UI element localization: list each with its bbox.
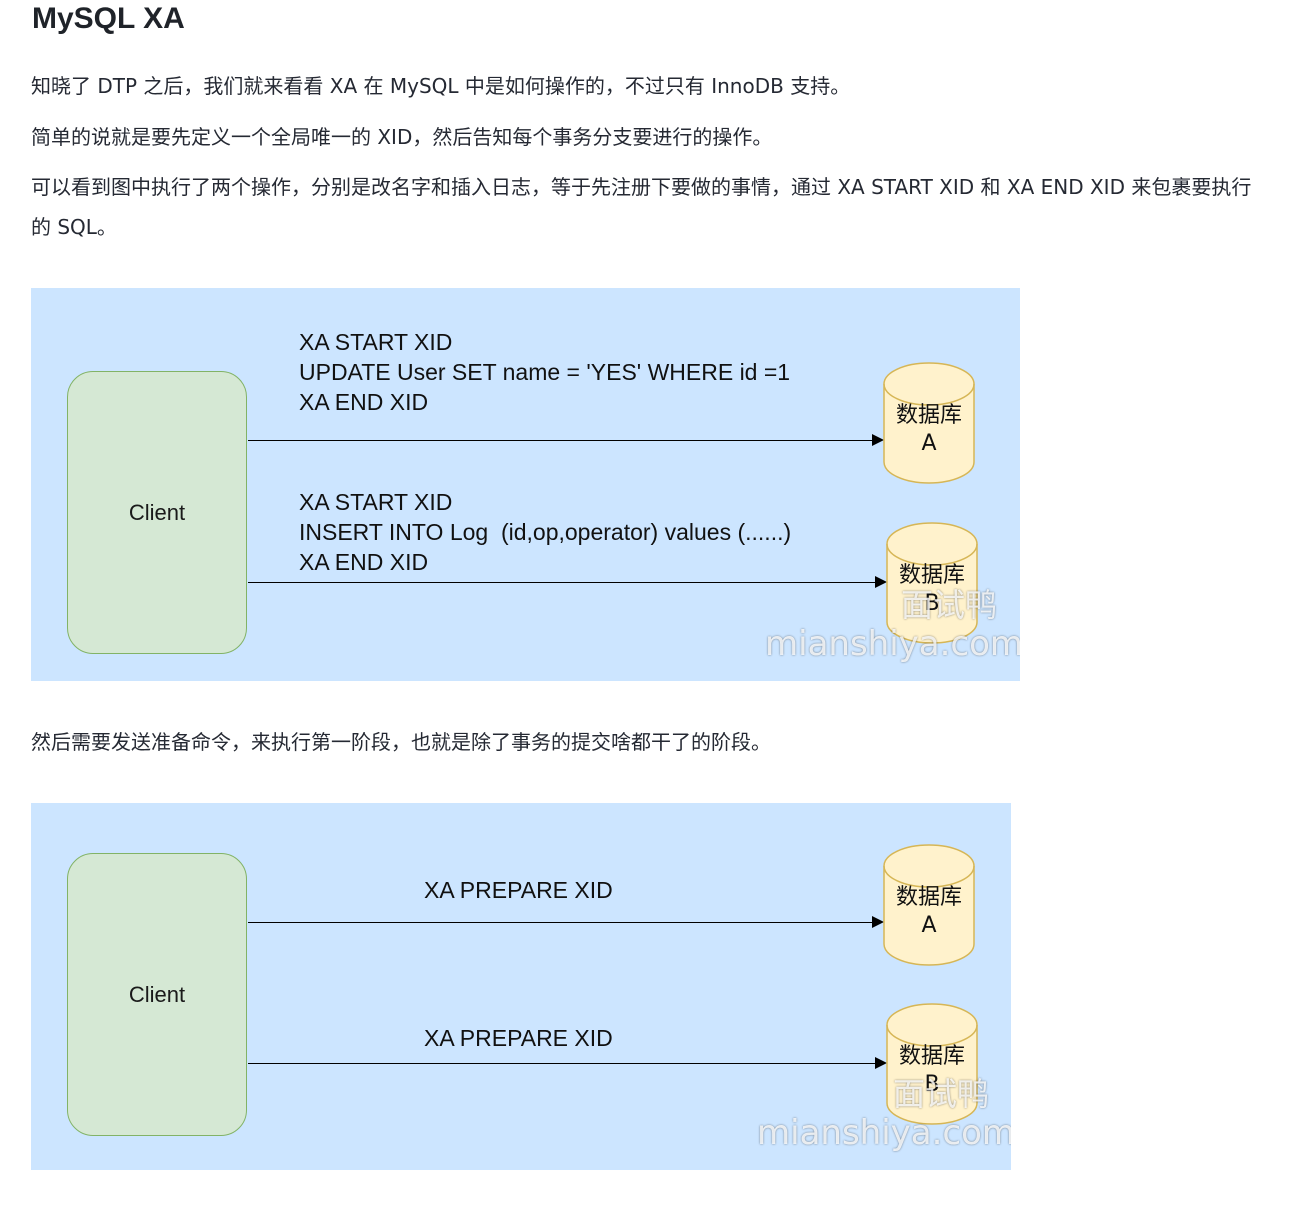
paragraph-4: 然后需要发送准备命令，来执行第一阶段，也就是除了事务的提交啥都干了的阶段。 <box>31 730 771 754</box>
database-a-label: 数据库 A <box>895 403 962 456</box>
client-label: Client <box>128 981 186 1007</box>
watermark-cn: 面试鸭 <box>901 586 998 624</box>
database-cylinder-icon <box>883 362 975 484</box>
arrow-right-icon <box>248 576 887 588</box>
client-label: Client <box>128 499 186 525</box>
database-cylinder-icon <box>886 522 978 644</box>
database-b-label: 数据库 B <box>898 1044 965 1097</box>
command-a-text: XA PREPARE XID <box>424 877 613 903</box>
database-a-label: 数据库 A <box>895 885 962 938</box>
arrow-right-icon <box>248 434 884 446</box>
database-a: 数据库 A <box>883 844 975 966</box>
arrow-right-icon <box>248 1057 887 1069</box>
database-a: 数据库 A <box>883 362 975 484</box>
paragraph-1: 知晓了 DTP 之后，我们就来看看 XA 在 MySQL 中是如何操作的，不过只… <box>31 74 851 98</box>
database-b: 数据库 B <box>886 522 978 644</box>
database-cylinder-icon <box>886 1003 978 1125</box>
xa-prepare-diagram: Client XA PREPARE XID XA PREPARE XID 数据库… <box>31 803 1011 1170</box>
database-b-label: 数据库 B <box>898 563 965 616</box>
xa-start-diagram: Client XA START XID UPDATE User SET name… <box>31 288 1020 681</box>
arrow-right-icon <box>248 916 884 928</box>
command-b-text: XA START XID INSERT INTO Log (id,op,oper… <box>299 489 792 575</box>
database-cylinder-icon <box>883 844 975 966</box>
client-box: Client <box>67 371 247 654</box>
paragraph-2: 简单的说就是要先定义一个全局唯一的 XID，然后告知每个事务分支要进行的操作。 <box>31 125 773 149</box>
watermark-site: mianshiya.com <box>765 624 1020 664</box>
command-a-text: XA START XID UPDATE User SET name = 'YES… <box>299 329 791 415</box>
page-title: MySQL XA <box>32 2 185 35</box>
watermark-cn: 面试鸭 <box>893 1075 990 1113</box>
client-box: Client <box>67 853 247 1136</box>
paragraph-3: 可以看到图中执行了两个操作，分别是改名字和插入日志，等于先注册下要做的事情，通过… <box>31 175 1252 239</box>
database-b: 数据库 B <box>886 1003 978 1125</box>
watermark-site: mianshiya.com <box>757 1113 1011 1153</box>
command-b-text: XA PREPARE XID <box>424 1025 613 1051</box>
